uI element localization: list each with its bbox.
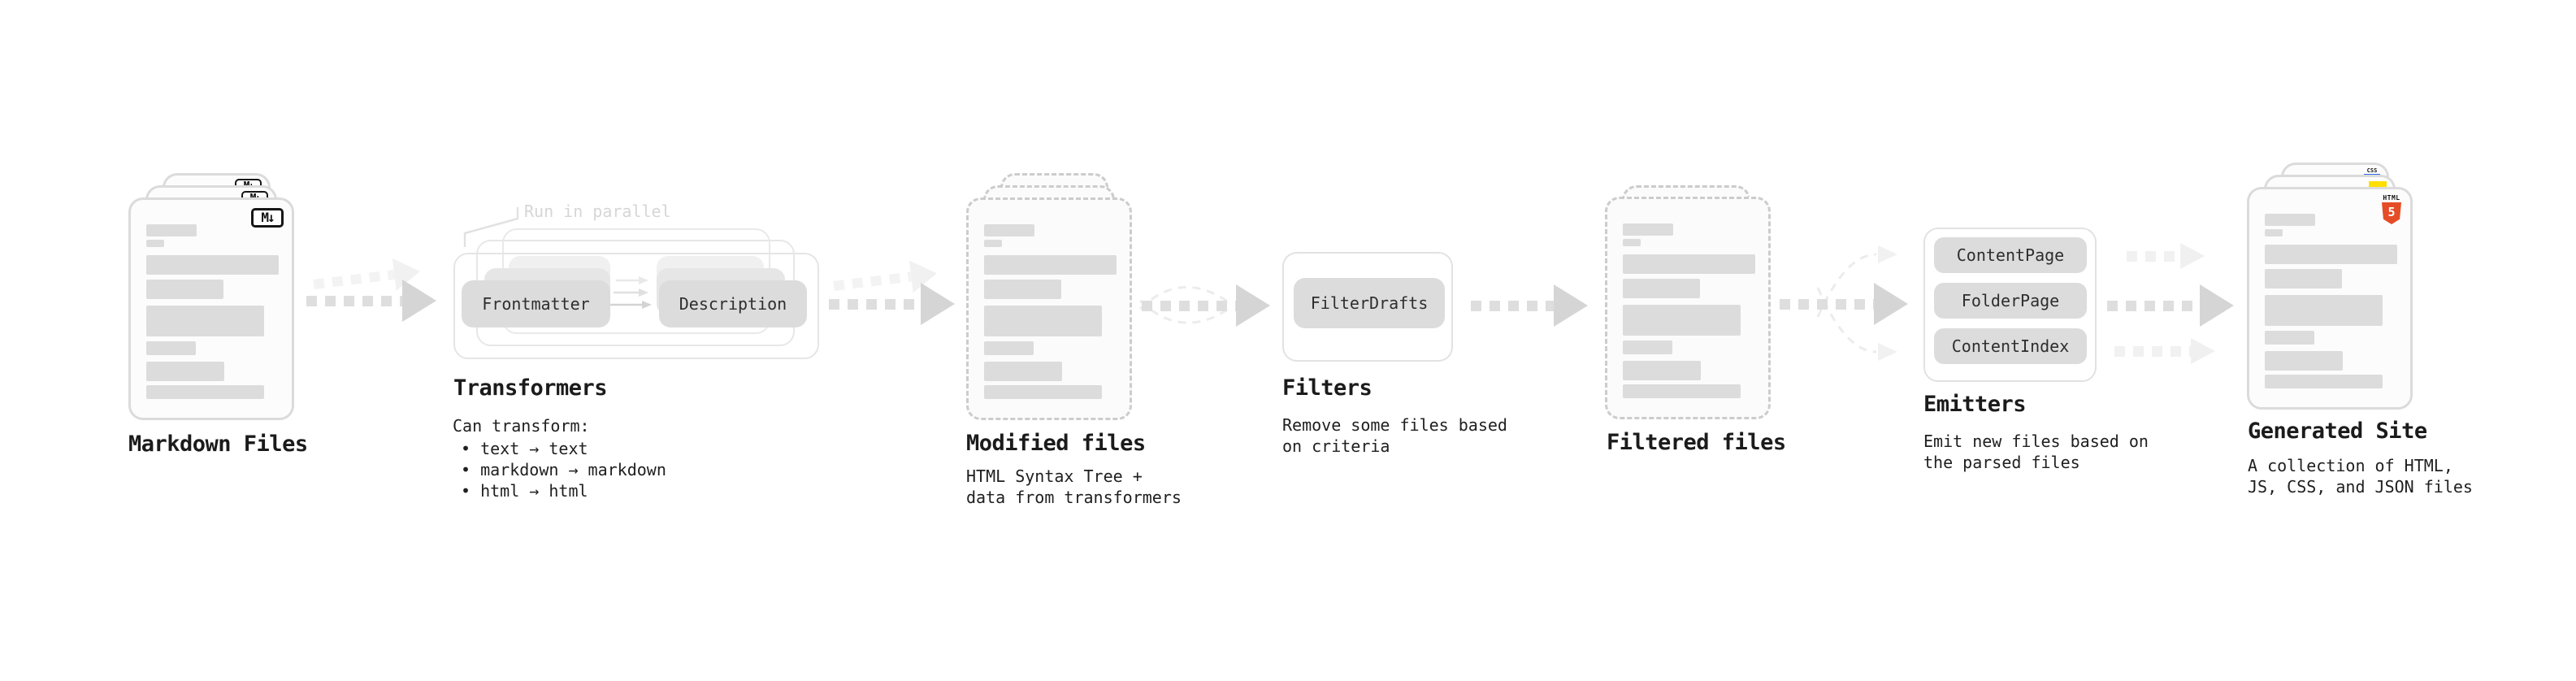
placeholder-text-lines: [984, 224, 1117, 399]
text-bar: [1623, 361, 1701, 380]
text-bar: [2265, 269, 2342, 288]
branch-arrows-icon: [1816, 245, 1897, 361]
transformers-desc-heading: Can transform:: [453, 416, 590, 436]
markdown-icon: M↓: [251, 208, 284, 228]
file-card-front: M↓: [128, 197, 294, 420]
text-bar: [1623, 384, 1741, 398]
transformers-bullet: • html → html: [461, 481, 588, 501]
text-bar: [1623, 340, 1672, 354]
stage-label-generated-site: Generated Site: [2248, 419, 2427, 444]
flow-arrow-icon: [306, 280, 436, 322]
stage-label-transformers: Transformers: [453, 375, 608, 401]
html5-icon: HTML 5: [2381, 194, 2402, 224]
flow-arrow-icon: [2107, 284, 2234, 327]
stage-label-emitters: Emitters: [1923, 392, 2027, 417]
text-bar: [146, 280, 223, 299]
text-bar: [984, 385, 1102, 399]
text-bar: [984, 362, 1062, 381]
transformer-pill-frontmatter: Frontmatter: [462, 280, 610, 327]
flow-arrow-icon: [829, 283, 955, 325]
emitter-pill-contentpage: ContentPage: [1934, 237, 2087, 273]
text-bar: [146, 306, 264, 336]
text-bar: [1623, 254, 1755, 274]
run-in-parallel-note: Run in parallel: [524, 202, 671, 221]
js-icon: [2369, 181, 2387, 190]
text-bar: [1623, 223, 1673, 236]
generated-site-desc: A collection of HTML,: [2248, 456, 2453, 475]
text-bar: [2265, 229, 2283, 236]
html5-badge-text: HTML: [2383, 194, 2400, 202]
modified-files-desc: HTML Syntax Tree +: [966, 466, 1143, 486]
text-bar: [146, 224, 197, 236]
flow-arrow-icon: [2114, 338, 2215, 364]
filters-desc: Remove some files based: [1282, 415, 1507, 435]
transformer-pill-description: Description: [659, 280, 807, 327]
text-bar: [984, 255, 1117, 275]
file-card-front: HTML 5: [2247, 187, 2413, 410]
modified-files-desc: data from transformers: [966, 488, 1182, 507]
file-card-front: [1605, 197, 1771, 419]
text-bar: [1623, 279, 1700, 298]
text-bar: [146, 341, 196, 355]
emitter-pill-folderpage: FolderPage: [1934, 283, 2087, 319]
text-bar: [146, 385, 264, 399]
emitter-pill-contentindex: ContentIndex: [1934, 328, 2087, 364]
text-bar: [2265, 295, 2383, 326]
text-bar: [2265, 375, 2383, 388]
text-bar: [2265, 214, 2315, 226]
flow-arrow-icon: [1471, 284, 1588, 327]
text-bar: [146, 240, 164, 247]
stage-label-markdown-files: Markdown Files: [128, 432, 308, 457]
flow-arrow-icon: [1142, 284, 1270, 327]
css-badge-text: CSS: [2366, 167, 2378, 174]
mini-arrow-icon: [610, 276, 652, 309]
text-bar: [984, 224, 1034, 236]
placeholder-text-lines: [1623, 223, 1755, 398]
stage-label-filters: Filters: [1282, 375, 1373, 401]
text-bar: [146, 255, 279, 275]
transformers-bullet: • text → text: [461, 439, 588, 458]
filter-pill-filterdrafts: FilterDrafts: [1294, 278, 1445, 328]
generated-site-desc: JS, CSS, and JSON files: [2248, 477, 2473, 497]
filters-box: [1282, 252, 1453, 362]
callout-line: [463, 207, 519, 247]
emitters-desc: the parsed files: [1923, 453, 2080, 472]
text-bar: [984, 240, 1002, 247]
transformers-bullet: • markdown → markdown: [461, 460, 666, 479]
text-bar: [1623, 239, 1641, 246]
emitters-box: [1923, 228, 2097, 382]
text-bar: [2265, 245, 2397, 264]
placeholder-text-lines: [2265, 214, 2397, 388]
merge-arcs-icon: [1138, 286, 1232, 324]
flow-arrow-icon: [2127, 243, 2205, 269]
text-bar: [984, 280, 1061, 299]
flow-arrow-icon: [1780, 283, 1908, 325]
stage-label-modified-files: Modified files: [966, 431, 1146, 456]
emitters-desc: Emit new files based on: [1923, 432, 2149, 451]
text-bar: [1623, 305, 1741, 336]
text-bar: [146, 362, 224, 381]
stage-label-filtered-files: Filtered files: [1607, 430, 1786, 455]
text-bar: [2265, 351, 2343, 371]
transformer-layer-box: [453, 253, 819, 359]
text-bar: [984, 306, 1102, 336]
text-bar: [984, 341, 1034, 355]
file-card-front: [966, 197, 1132, 420]
placeholder-text-lines: [146, 224, 279, 399]
filters-desc: on criteria: [1282, 436, 1390, 456]
text-bar: [2265, 331, 2314, 345]
